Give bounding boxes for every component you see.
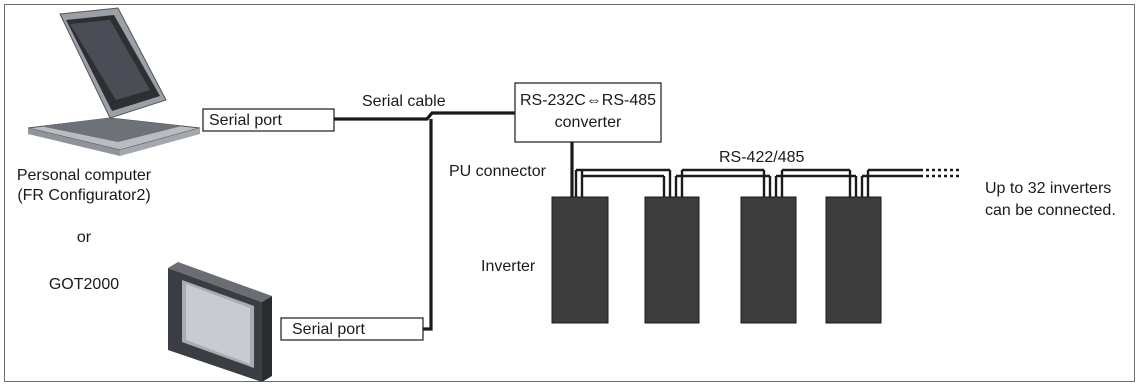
rs-bus-label: RS-422/485: [719, 149, 805, 166]
or-label: or: [76, 229, 92, 246]
serial-cable-label: Serial cable: [362, 93, 446, 110]
rs485-bus-lines: [574, 168, 920, 197]
serial-cable-lines: [334, 111, 574, 331]
got-panel-icon: [168, 262, 272, 382]
got-label: GOT2000: [48, 276, 120, 293]
got-serial-port-label: Serial port: [292, 321, 365, 338]
converter-box: [514, 82, 662, 143]
inverter-2: [644, 196, 700, 324]
pc-label-line2: (FR Configurator2): [17, 187, 151, 204]
laptop-icon: [27, 7, 201, 156]
converter-label-line2: converter: [554, 114, 622, 131]
pc-label-line1: Personal computer: [16, 167, 152, 184]
bus-continuation-dots: [920, 168, 962, 178]
inverter-3: [740, 196, 797, 324]
note-line2: can be connected.: [985, 202, 1116, 219]
inverter-4: [825, 196, 882, 324]
note-line1: Up to 32 inverters: [985, 180, 1112, 197]
pc-serial-port-label: Serial port: [209, 112, 282, 129]
inverter-1-body: [551, 196, 609, 324]
converter-label-line1: RS-232C⇔RS-485: [519, 92, 657, 109]
pu-connector-label: PU connector: [449, 163, 546, 180]
inverter-label: Inverter: [481, 258, 536, 275]
